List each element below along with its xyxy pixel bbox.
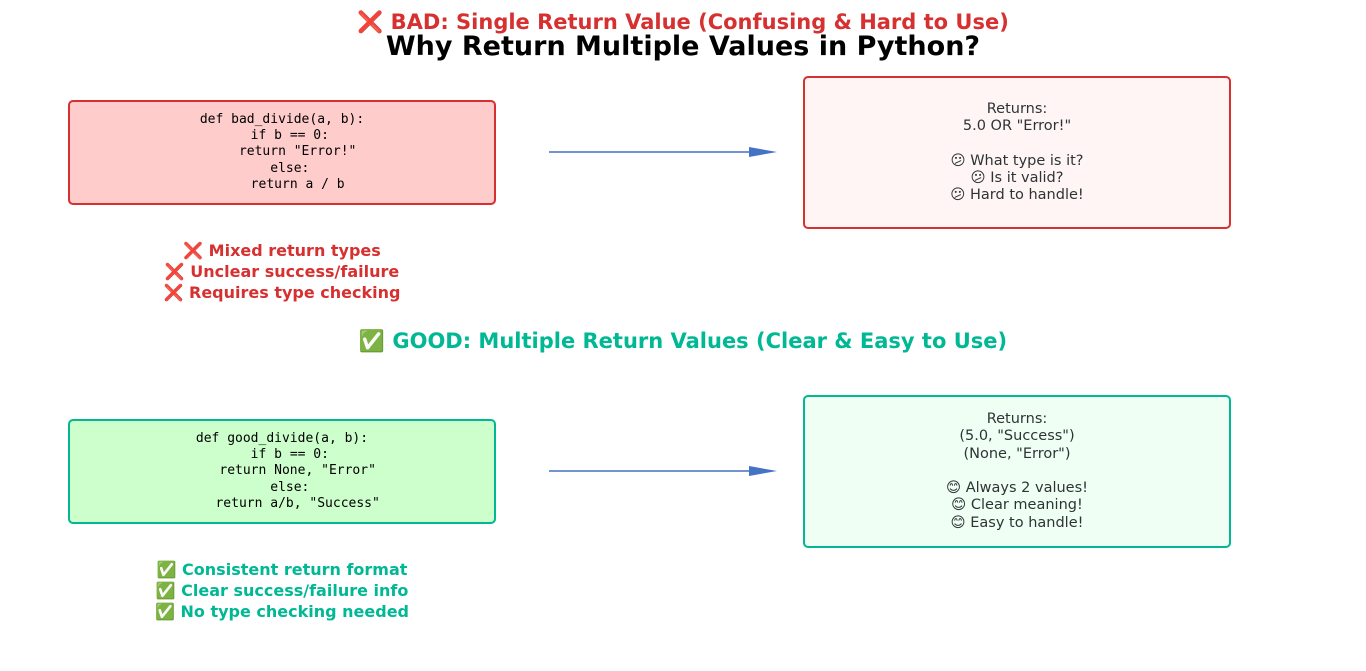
bad-code-block-line: if b == 0: bbox=[235, 128, 329, 144]
bad-arrow-head bbox=[749, 147, 777, 157]
good-code-block-line: return None, "Error" bbox=[188, 463, 376, 479]
bad-result-text-line: 😕 What type is it? bbox=[950, 152, 1084, 169]
bad-code-block-line: return "Error!" bbox=[207, 144, 357, 160]
good-arrow-head bbox=[749, 466, 777, 476]
bad-result-text: Returns:5.0 OR "Error!" 😕 What type is i… bbox=[950, 101, 1083, 205]
bad-notes-line: ❌ Unclear success/failure bbox=[164, 262, 400, 281]
good-result-text-line: (None, "Error") bbox=[963, 445, 1071, 462]
good-result-text: Returns:(5.0, "Success")(None, "Error") … bbox=[946, 411, 1088, 532]
good-result-text-line: 😊 Always 2 values! bbox=[946, 480, 1088, 497]
good-arrow bbox=[549, 466, 777, 476]
bad-notes: ❌ Mixed return types ❌ Unclear success/fa… bbox=[72, 240, 492, 303]
good-result-text-line bbox=[946, 463, 1088, 480]
main-title: Why Return Multiple Values in Python? bbox=[385, 31, 981, 62]
good-code-block-line: return a/b, "Success" bbox=[184, 495, 380, 511]
good-notes-line: ✅ Consistent return format bbox=[156, 560, 408, 579]
bad-code-block: def bad_divide(a, b): if b == 0: return … bbox=[200, 112, 364, 193]
good-code-block-line: if b == 0: bbox=[235, 447, 329, 463]
good-result-text-line: Returns: bbox=[986, 410, 1048, 427]
bad-section-heading: ❌ BAD: Single Return Value (Confusing & … bbox=[357, 10, 1009, 34]
bad-code-block-line: else: bbox=[254, 160, 310, 176]
good-result-box: Returns:(5.0, "Success")(None, "Error") … bbox=[803, 395, 1231, 548]
good-section-heading: ✅ GOOD: Multiple Return Values (Clear & … bbox=[358, 329, 1008, 353]
bad-code-box: def bad_divide(a, b): if b == 0: return … bbox=[68, 100, 496, 205]
good-code-block-line: else: bbox=[254, 479, 310, 495]
bad-notes-line: ❌ Requires type checking bbox=[163, 283, 401, 302]
good-notes: ✅ Consistent return format ✅ Clear succes… bbox=[72, 559, 492, 622]
bad-notes-line: ❌ Mixed return types bbox=[183, 241, 381, 260]
bad-result-text-line: 😕 Is it valid? bbox=[970, 169, 1064, 186]
good-code-box: def good_divide(a, b): if b == 0: return… bbox=[68, 419, 496, 524]
bad-code-block-line: return a / b bbox=[219, 176, 345, 192]
good-notes-line: ✅ No type checking needed bbox=[155, 602, 409, 621]
bad-arrow bbox=[549, 147, 777, 157]
bad-result-text-line: 😕 Hard to handle! bbox=[950, 187, 1084, 204]
bad-code-block-line: def bad_divide(a, b): bbox=[199, 111, 365, 127]
good-result-text-line: (5.0, "Success") bbox=[959, 428, 1075, 445]
bad-result-text-line: Returns: bbox=[986, 100, 1048, 117]
bad-result-text-line: 5.0 OR "Error!" bbox=[962, 117, 1072, 134]
bad-result-box: Returns:5.0 OR "Error!" 😕 What type is i… bbox=[803, 76, 1231, 229]
good-notes-line: ✅ Clear success/failure info bbox=[155, 581, 409, 600]
good-code-block: def good_divide(a, b): if b == 0: return… bbox=[184, 431, 380, 512]
good-code-block-line: def good_divide(a, b): bbox=[195, 430, 369, 446]
bad-result-text-line bbox=[950, 135, 1083, 152]
good-result-text-line: 😊 Clear meaning! bbox=[951, 497, 1083, 514]
good-result-text-line: 😊 Easy to handle! bbox=[950, 514, 1084, 531]
